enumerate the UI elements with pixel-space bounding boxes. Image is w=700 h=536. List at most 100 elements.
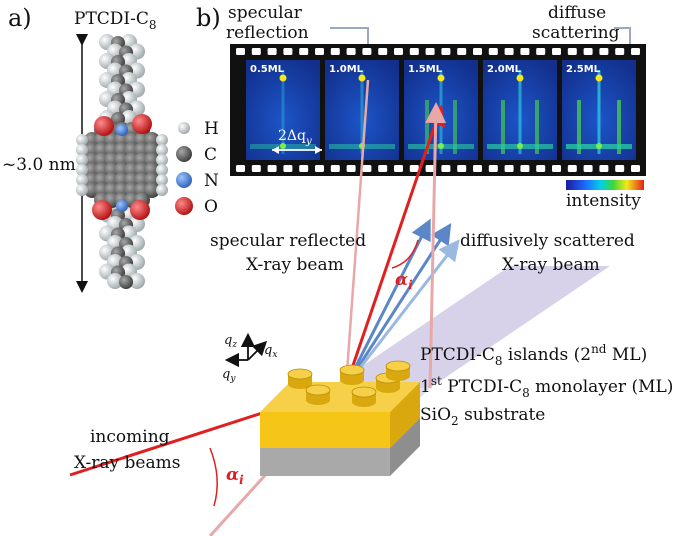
film-hole — [236, 165, 245, 172]
length-label: ~3.0 nm — [2, 155, 76, 175]
specular-rod — [518, 70, 522, 154]
specular-beam-faint — [425, 102, 447, 389]
panel-b: b) specular reflection diffuse scatterin… — [69, 3, 673, 536]
specular-peak — [437, 74, 445, 82]
atom-n — [116, 200, 128, 212]
atom-h — [76, 164, 88, 176]
beamstop-peak — [280, 143, 286, 149]
atom-h — [156, 134, 168, 146]
delta-q-label: 2Δqy — [278, 128, 312, 147]
film-hole — [441, 165, 451, 172]
atom-c — [119, 275, 133, 289]
film-hole — [267, 165, 277, 172]
substrate-side — [390, 418, 420, 476]
film-hole — [583, 165, 593, 172]
film-hole — [520, 165, 530, 172]
sample-block — [260, 360, 420, 476]
monolayer-side — [390, 382, 420, 448]
film-hole — [378, 48, 388, 55]
diffuse-beam-3 — [344, 239, 460, 387]
atom-o — [130, 200, 150, 220]
atom-o — [132, 114, 152, 134]
specular-rod — [360, 70, 364, 154]
film-hole — [583, 48, 593, 55]
film-hole — [283, 165, 293, 172]
specular-peak — [516, 74, 524, 82]
film-hole — [504, 48, 514, 55]
film-hole — [536, 165, 546, 172]
film-hole — [362, 48, 372, 55]
alpha-lower: αi — [226, 465, 244, 487]
alpha-arc-upper — [391, 239, 419, 269]
frame-label-1: 0.5ML — [250, 64, 285, 75]
film-hole — [330, 165, 340, 172]
specular-rod — [281, 70, 285, 154]
film-hole — [615, 48, 625, 55]
legend-swatch-h — [178, 122, 190, 134]
diffuse-rod — [577, 100, 581, 154]
monolayer-label: 1st PTCDI-C8 monolayer (ML) — [420, 374, 673, 400]
film-hole — [251, 165, 261, 172]
atom-h — [129, 273, 145, 289]
diffuse-rod — [501, 100, 505, 154]
qz-label: qz — [224, 333, 237, 350]
specular-beam — [344, 104, 446, 387]
atom-h — [156, 144, 168, 156]
alpha-upper: αi — [395, 270, 413, 292]
beamstop-peak — [596, 143, 602, 149]
diffuse-title-line1: diffuse — [548, 3, 606, 23]
film-hole — [631, 165, 640, 172]
specular-beam-label-1: specular reflected — [210, 231, 366, 251]
film-hole — [473, 48, 482, 55]
atom-h — [76, 184, 88, 196]
intensity-colorbar — [566, 180, 644, 190]
film-hole — [473, 165, 482, 172]
film-holes — [236, 48, 640, 172]
film-hole — [425, 48, 435, 55]
film-hole — [552, 165, 561, 172]
frame-label-3: 1.5ML — [408, 64, 443, 75]
film-hole — [457, 48, 467, 55]
film-hole — [567, 48, 577, 55]
film-hole — [330, 48, 340, 55]
atom-h — [156, 164, 168, 176]
diffuse-beam-label-2: X-ray beam — [502, 255, 600, 275]
film-hole — [409, 48, 419, 55]
legend-label-c: C — [204, 145, 217, 165]
beamstop-peak — [438, 143, 444, 149]
specular-peak — [279, 74, 287, 82]
atom-n — [116, 124, 128, 136]
film-hole — [362, 165, 372, 172]
film-hole — [488, 165, 498, 172]
film-hole — [251, 48, 261, 55]
film-hole — [457, 165, 467, 172]
atom-h — [76, 134, 88, 146]
diffuse-title-line2: scattering — [532, 23, 620, 43]
incoming-label-1: incoming — [90, 427, 170, 447]
film-hole — [409, 165, 419, 172]
atom-h — [156, 184, 168, 196]
film-hole — [567, 165, 577, 172]
film-hole — [504, 165, 514, 172]
q-axes: qz qx qy — [222, 332, 277, 384]
film-hole — [267, 48, 277, 55]
legend-label-o: O — [204, 197, 218, 217]
film-hole — [236, 48, 245, 55]
film-hole — [299, 48, 309, 55]
specular-title-line2: reflection — [226, 23, 309, 43]
panel-b-label: b) — [196, 4, 221, 32]
intensity-label: intensity — [566, 191, 641, 211]
islands — [287, 360, 411, 407]
monolayer-front — [260, 412, 390, 448]
specular-beam-label-2: X-ray beam — [246, 255, 344, 275]
film-hole — [615, 165, 625, 172]
diffuse-rod — [535, 100, 539, 154]
film-hole — [599, 48, 609, 55]
film-hole — [552, 48, 561, 55]
substrate-front — [260, 448, 390, 476]
atom-h — [76, 154, 88, 166]
film-hole — [441, 48, 451, 55]
